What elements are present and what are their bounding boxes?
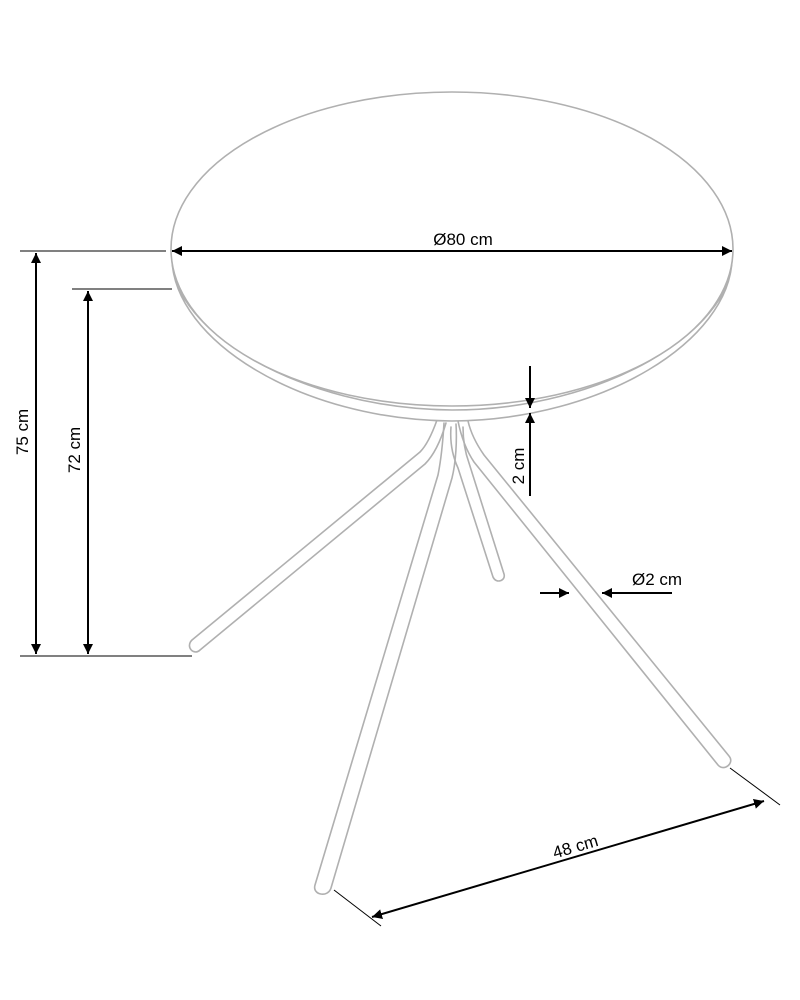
top-diameter-label: Ø80 cm (433, 230, 493, 249)
table-leg-back (449, 426, 506, 582)
thickness-label: 2 cm (509, 448, 528, 485)
leg-height-label: 72 cm (65, 427, 84, 473)
table-drawing (170, 91, 734, 895)
foot-span-line (371, 799, 765, 919)
table-leg-front (313, 422, 458, 895)
dimensions: Ø80 cm 75 cm 72 cm 2 cm Ø2 cm 48 cm (13, 230, 781, 927)
table-top (170, 91, 734, 407)
total-height-label: 75 cm (13, 409, 32, 455)
foot-span-ext-right (729, 767, 781, 806)
table-leg-left (188, 419, 447, 653)
foot-span-ext-left (333, 889, 382, 927)
leg-diameter-label: Ø2 cm (632, 570, 682, 589)
table-leg-right (457, 420, 732, 769)
